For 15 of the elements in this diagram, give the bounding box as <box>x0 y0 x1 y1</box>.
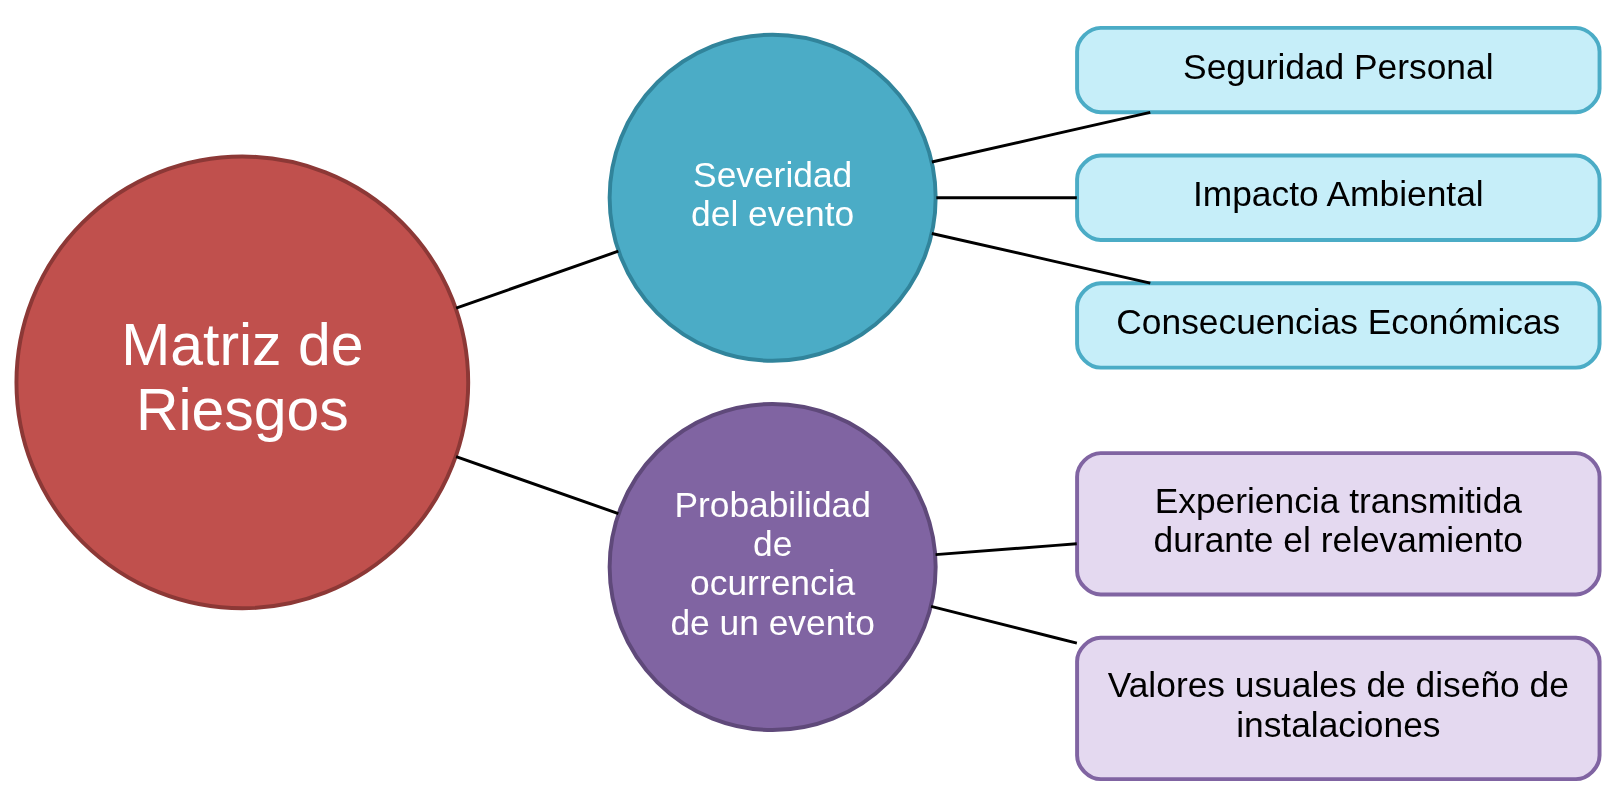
connector <box>931 110 1151 163</box>
connector <box>930 604 1078 645</box>
node-circle: Probabilidad de ocurrencia de un evento <box>607 401 938 732</box>
connector <box>931 231 1151 285</box>
node-box: Consecuencias Económicas <box>1075 280 1602 370</box>
node-box: Valores usuales de diseño de instalaciones <box>1075 635 1602 781</box>
connector <box>935 541 1077 556</box>
node-box: Impacto Ambiental <box>1075 153 1602 242</box>
connector <box>455 454 619 515</box>
node-circle: Matriz de Riesgos <box>14 154 471 610</box>
node-box: Seguridad Personal <box>1075 25 1602 114</box>
connector <box>936 195 1077 199</box>
node-box: Experiencia transmitida durante el relevamiento <box>1075 450 1602 596</box>
connector <box>455 249 619 309</box>
node-circle: Severidad del evento <box>607 32 938 363</box>
